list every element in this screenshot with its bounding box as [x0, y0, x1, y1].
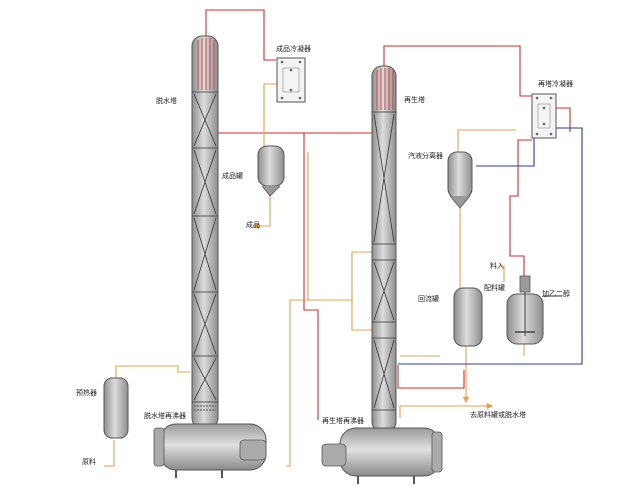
preheater-label: 预热器 — [76, 389, 97, 397]
product-label: 成品 — [246, 221, 260, 229]
to-waste-pipe — [399, 405, 484, 418]
flow-arrows — [104, 222, 494, 467]
regeneration-tower[interactable] — [371, 65, 397, 433]
condenser-to-tank-pipe — [263, 83, 278, 148]
finished-tank[interactable] — [257, 145, 285, 197]
regen-reboiler-label: 再生塔再沸器 — [322, 417, 364, 425]
regen-condenser-label: 再塔冷凝器 — [538, 80, 573, 88]
red-pipes — [168, 9, 571, 453]
regen-condenser-outlet — [509, 139, 532, 276]
regen-reboiler[interactable] — [321, 427, 443, 484]
regen-overhead-pipe — [383, 45, 532, 97]
orange-riser — [292, 152, 309, 301]
dehydration-reboiler-label: 脱水塔再沸器 — [144, 412, 186, 420]
transfer-red-pipe — [303, 133, 319, 420]
feed-in-label: 料入 — [490, 262, 504, 270]
blue-pipes — [398, 126, 583, 365]
raw-material-label: 原料 — [82, 458, 96, 466]
blue-loop-pipe — [398, 127, 583, 365]
preheater[interactable] — [103, 377, 129, 439]
preheater-to-tower-pipe — [115, 365, 190, 380]
regen-feed-branch — [351, 300, 378, 331]
dehydration-overhead-pipe — [205, 9, 276, 61]
mixing-tank-label: 配料罐 — [484, 284, 505, 292]
regen-condenser[interactable] — [531, 93, 557, 139]
ethylene-glycol-label: 加乙二醇 — [542, 290, 570, 298]
regen-feed-pipe — [286, 251, 378, 467]
product-condenser-label: 成品冷凝器 — [276, 45, 311, 53]
dehydration-tower[interactable] — [191, 35, 219, 429]
dehydration-tower-label: 脱水塔 — [156, 97, 177, 105]
finished-tank-label: 成品罐 — [222, 172, 243, 180]
mixing-tank[interactable] — [506, 275, 562, 345]
regen-condenser-side — [554, 107, 571, 132]
vapor-liquid-separator-label: 汽液分离器 — [408, 152, 443, 160]
vapor-liquid-separator[interactable] — [447, 151, 473, 209]
regeneration-tower-label: 再生塔 — [404, 96, 425, 104]
to-waste-label: 去原料罐或脱水塔 — [470, 411, 526, 419]
product-condenser[interactable] — [276, 57, 306, 103]
finished-tank-outlet — [262, 188, 271, 227]
reflux-tank[interactable] — [453, 287, 483, 347]
blue-return-pipe — [476, 126, 535, 167]
feed-in-pipe — [500, 265, 505, 282]
dehydration-reboiler[interactable] — [153, 423, 267, 478]
raw-feed-pipe — [112, 440, 115, 467]
regen-mid-red-pipe — [397, 365, 465, 389]
reflux-tank-label: 回流罐 — [418, 295, 439, 303]
orange-pipes — [112, 83, 525, 467]
